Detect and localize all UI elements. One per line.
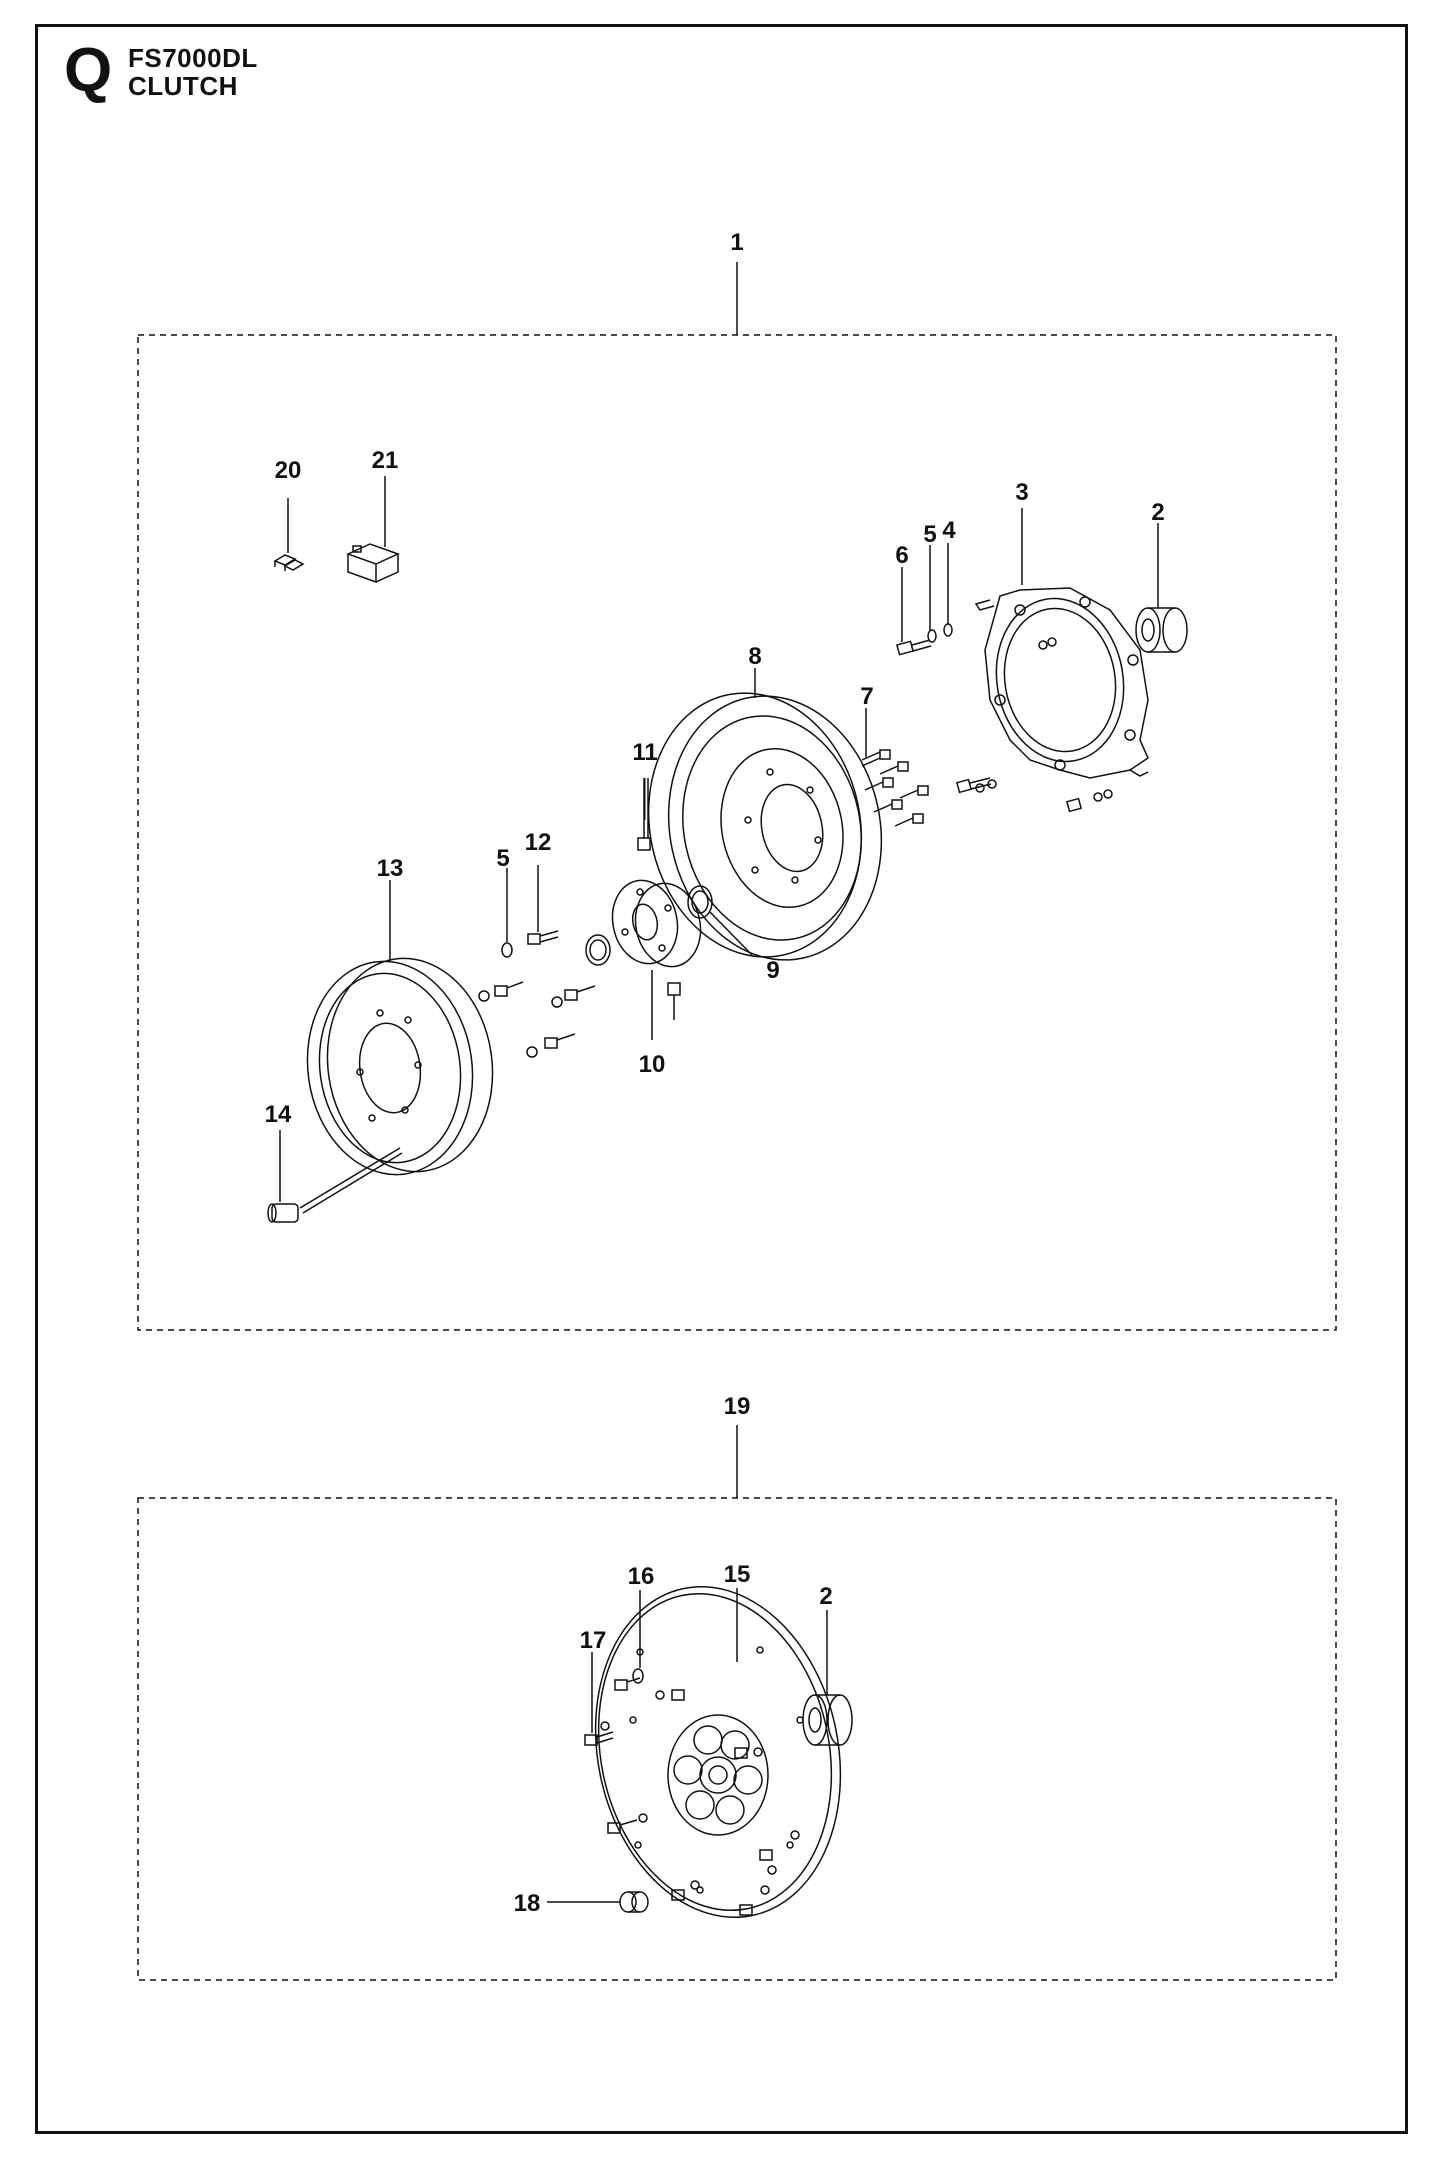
callout-6: 6 [895,542,908,569]
part-12-screw [527,930,559,945]
part-16-washer [632,1668,644,1684]
callout-14: 14 [265,1101,292,1128]
callout-4: 4 [942,517,956,544]
callout-9: 9 [766,957,779,984]
part-3-cover-plate [974,587,1149,779]
section-title: CLUTCH [128,71,238,101]
part-8-drum [647,692,883,961]
part-5-washer-top [927,629,937,643]
part-20-clip [273,554,305,571]
part-2-bearing-top [1135,607,1188,653]
callout-18: 18 [514,1890,541,1917]
callout-11: 11 [632,739,657,766]
part-15-flex-plate [594,1586,842,1918]
callout-10: 10 [639,1051,666,1078]
page-border [35,24,1408,2134]
part-14-wire-connector [267,1147,403,1223]
callout-7: 7 [860,683,873,710]
section-letter: Q [64,36,113,105]
callout-12: 12 [525,829,552,856]
part-17-bolt [584,1721,614,1746]
callout-19: 19 [724,1393,751,1420]
callout-5-left: 5 [496,845,509,872]
assembly-1-group-box [137,334,1337,1331]
part-5-washer-left [501,942,513,958]
callout-13: 13 [377,855,404,882]
part-7-bolts [861,749,929,827]
callout-2-top: 2 [1151,499,1164,526]
callout-17: 17 [580,1627,607,1654]
flex-plate-bolts [607,1677,800,1916]
callout-8: 8 [748,643,761,670]
callout-16: 16 [628,1563,655,1590]
part-10-hub [585,879,702,1020]
cover-plate-bolts [955,777,1113,813]
callout-2-bottom: 2 [819,1583,832,1610]
part-18-plug [619,1891,649,1913]
callout-15: 15 [724,1561,751,1588]
drum-13-bolts [478,981,596,1058]
part-6-screw [896,639,932,656]
callout-5-top: 5 [923,521,936,548]
part-2-bearing-bottom [802,1694,853,1746]
part-11-cap-screw [637,778,651,851]
callout-20: 20 [275,457,302,484]
model-name: FS7000DL [128,43,258,73]
callout-21: 21 [372,447,399,474]
callout-1: 1 [730,229,743,256]
part-4-washer [943,623,953,637]
part-21-relay [346,543,400,584]
part-13-rear-drum [306,957,494,1176]
part-9-snap-ring [687,885,713,919]
leader-9 [709,911,753,956]
callout-3: 3 [1015,479,1028,506]
